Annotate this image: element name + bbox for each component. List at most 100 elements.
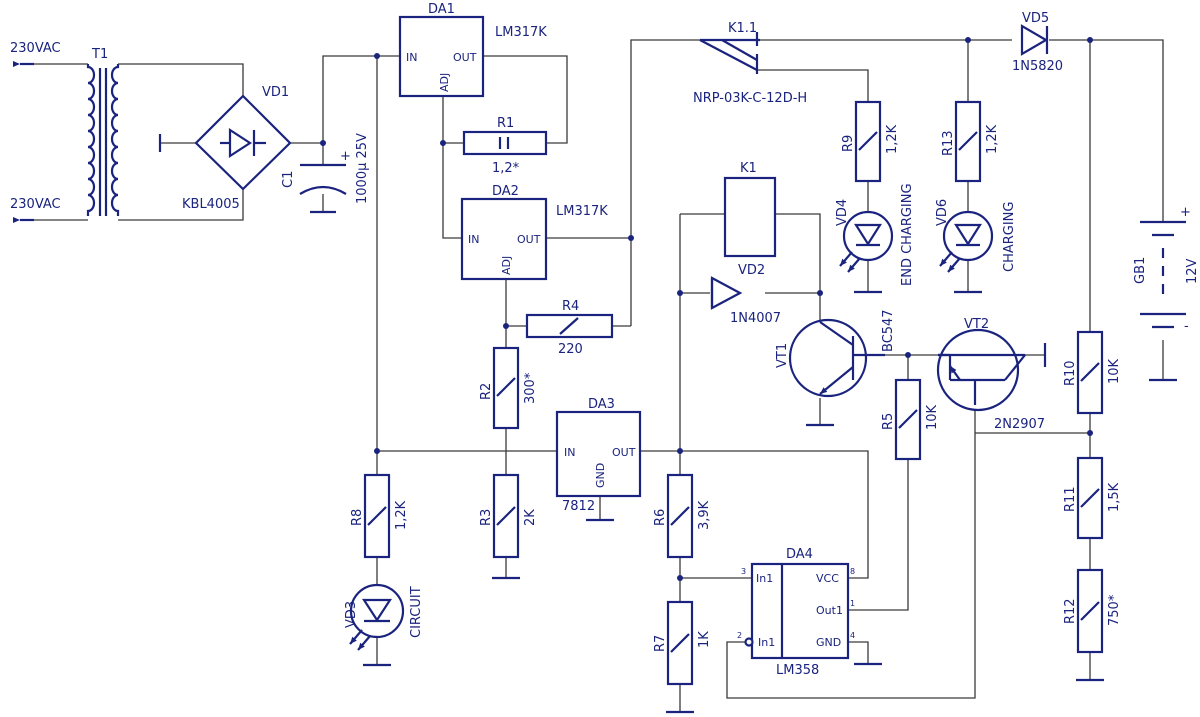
bridge-vd1: VD1 KBL4005 — [158, 85, 292, 212]
vd6-label: CHARGING — [1002, 202, 1017, 272]
r7-ref: R7 — [653, 635, 668, 652]
led-vd4: VD4 END CHARGING — [835, 183, 915, 294]
da4-pin-in1m: In1 — [758, 636, 775, 649]
r2-value: 300* — [523, 372, 538, 404]
r12-ref: R12 — [1063, 598, 1078, 624]
junctions — [320, 37, 1093, 581]
da4-pin-3: 3 — [741, 567, 746, 576]
da3-pin-out: OUT — [612, 446, 636, 459]
t1-ref: T1 — [91, 47, 108, 62]
mains-top-terminal: 230VAC — [10, 41, 61, 67]
vd2-ref: VD2 — [738, 263, 765, 278]
mains-bottom-terminal: 230VAC — [10, 197, 61, 223]
vd1-ref: VD1 — [262, 85, 289, 100]
r9-ref: R9 — [841, 135, 856, 152]
resistor-r1: R1 1,2* — [462, 116, 548, 176]
r1-value: 1,2* — [492, 161, 520, 176]
vd4-ref: VD4 — [835, 199, 850, 226]
mains-top-label: 230VAC — [10, 41, 61, 56]
da4-pin-gnd: GND — [816, 636, 841, 649]
r4-value: 220 — [558, 342, 583, 357]
da2-ref: DA2 — [492, 184, 519, 199]
r6-value: 3,9K — [697, 500, 712, 530]
transistor-vt2: VT2 2N2907 — [936, 317, 1047, 432]
r11-ref: R11 — [1063, 486, 1078, 512]
mains-bottom-label: 230VAC — [10, 197, 61, 212]
regulator-da3: IN OUT GND DA3 7812 — [555, 397, 642, 522]
r8-ref: R8 — [350, 509, 365, 526]
r12-value: 750* — [1107, 594, 1122, 626]
resistor-r7: R7 1K — [653, 600, 712, 714]
relay-coil-k1: K1 — [723, 161, 777, 258]
resistor-r10: R10 10K — [1063, 330, 1122, 415]
c1-value: 1000μ 25V — [355, 133, 370, 204]
opamp-da4: In1 In1 VCC Out1 GND 3 2 8 1 4 DA4 LM358 — [737, 547, 882, 678]
gb1-voltage: 12V — [1185, 258, 1200, 284]
gb1-minus: - — [1184, 319, 1189, 334]
r9-value: 1,2K — [885, 124, 900, 154]
da2-pin-out: OUT — [517, 233, 541, 246]
da3-pin-in: IN — [564, 446, 575, 459]
battery-gb1: + - GB1 12V — [1133, 205, 1200, 382]
c1-ref: C1 — [281, 171, 296, 188]
resistor-r3: R3 2K — [479, 473, 538, 580]
da4-pin-out1: Out1 — [816, 604, 843, 617]
k1-1-part: NRP-03K-C-12D-H — [693, 91, 807, 106]
vd5-ref: VD5 — [1022, 11, 1049, 26]
r5-ref: R5 — [881, 413, 896, 430]
da4-ref: DA4 — [786, 547, 813, 562]
r2-ref: R2 — [479, 383, 494, 400]
da3-pin-gnd: GND — [594, 463, 607, 488]
r13-value: 1,2K — [985, 124, 1000, 154]
vt1-part: BC547 — [881, 309, 896, 352]
da3-ref: DA3 — [588, 397, 615, 412]
relay-contact-k1-1: K1.1 NRP-03K-C-12D-H — [693, 21, 807, 106]
r3-ref: R3 — [479, 509, 494, 526]
da2-pin-in: IN — [468, 233, 479, 246]
da1-pin-adj: ADJ — [438, 73, 451, 92]
resistor-r2: R2 300* — [479, 346, 538, 430]
r5-value: 10K — [925, 404, 940, 430]
da1-pin-in: IN — [406, 51, 417, 64]
vt1-ref: VT1 — [775, 343, 790, 368]
k1-ref: K1 — [740, 161, 757, 176]
vd1-part: KBL4005 — [182, 197, 240, 212]
led-vd6: VD6 CHARGING — [935, 199, 1017, 294]
gb1-ref: GB1 — [1133, 257, 1148, 284]
r11-value: 1,5K — [1107, 482, 1122, 512]
gb1-plus: + — [1180, 205, 1191, 220]
r7-value: 1K — [697, 631, 712, 648]
r10-ref: R10 — [1063, 360, 1078, 386]
resistor-r4: R4 220 — [525, 299, 614, 357]
resistor-r13: R13 1,2K — [941, 100, 1000, 183]
da4-pin-in1p: In1 — [756, 572, 773, 585]
da1-part: LM317K — [495, 25, 547, 40]
r8-value: 1,2K — [394, 500, 409, 530]
vd3-ref: VD3 — [344, 601, 359, 628]
vd6-ref: VD6 — [935, 199, 950, 226]
da4-pin-8: 8 — [850, 567, 855, 576]
c1-polarity: + — [340, 149, 351, 164]
k1-1-ref: K1.1 — [728, 21, 757, 36]
r13-ref: R13 — [941, 130, 956, 156]
capacitor-c1: C1 + 1000μ 25V — [281, 133, 370, 214]
da4-pin-1: 1 — [850, 599, 855, 608]
vd4-label: END CHARGING — [900, 183, 915, 286]
da2-part: LM317K — [556, 204, 608, 219]
regulator-da2: IN OUT ADJ DA2 LM317K — [460, 184, 608, 281]
da2-pin-adj: ADJ — [500, 256, 513, 275]
transformer-t1: T1 — [86, 47, 120, 216]
resistor-r9: R9 1,2K — [841, 100, 900, 183]
da3-part: 7812 — [562, 499, 595, 514]
resistor-r5: R5 10K — [881, 378, 940, 461]
diode-vd2: VD2 1N4007 — [710, 263, 781, 326]
da4-pin-4: 4 — [850, 631, 855, 640]
r4-ref: R4 — [562, 299, 579, 314]
vt2-ref: VT2 — [964, 317, 989, 332]
da1-pin-out: OUT — [453, 51, 477, 64]
transistor-vt1: VT1 BC547 — [775, 309, 896, 427]
vt2-part: 2N2907 — [994, 417, 1045, 432]
diode-vd5: VD5 1N5820 — [1012, 11, 1063, 74]
regulator-da1: IN OUT ADJ DA1 LM317K — [398, 2, 547, 98]
